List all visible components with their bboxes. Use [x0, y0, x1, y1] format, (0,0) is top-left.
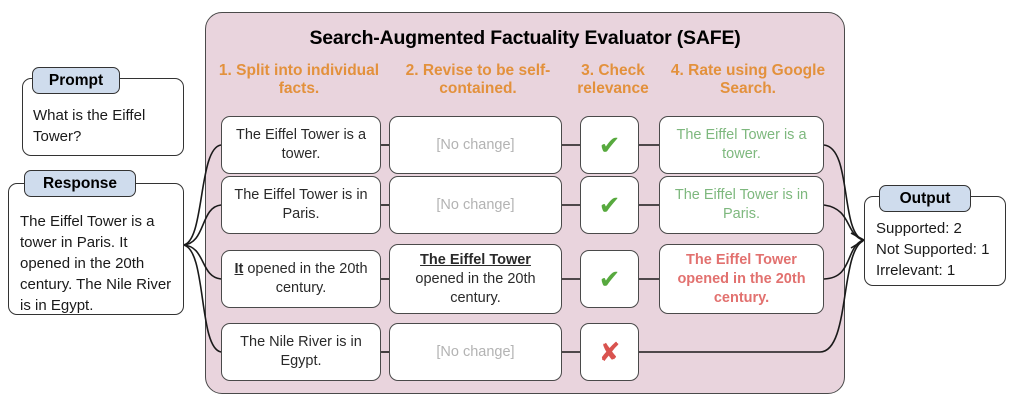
- revised-cell: The Eiffel Tower opened in the 20th cent…: [389, 244, 562, 314]
- prompt-tab-label: Prompt: [32, 67, 120, 94]
- fact-cell: The Nile River is in Egypt.: [221, 323, 381, 381]
- output-line-irrelevant: Irrelevant: 1: [876, 262, 956, 279]
- response-text: The Eiffel Tower is a tower in Paris. It…: [20, 213, 172, 314]
- column-heading-revise: 2. Revise to be self-contained.: [405, 62, 551, 97]
- response-tab-label: Response: [24, 170, 136, 197]
- column-heading-rate: 4. Rate using Google Search.: [670, 62, 826, 97]
- fact-cell-text: opened in the 20th century.: [243, 261, 368, 296]
- revised-cell: [No change]: [389, 323, 562, 381]
- column-heading-split: 1. Split into individual facts.: [218, 62, 380, 97]
- response-box: The Eiffel Tower is a tower in Paris. It…: [8, 183, 184, 315]
- fact-cell: It opened in the 20th century.: [221, 250, 381, 308]
- revised-cell-text: opened in the 20th century.: [415, 270, 536, 306]
- page-title: Search-Augmented Factuality Evaluator (S…: [309, 27, 741, 49]
- output-tab-label: Output: [879, 185, 971, 212]
- check-icon: ✔: [580, 116, 639, 174]
- cross-icon: ✘: [580, 323, 639, 381]
- output-line-supported: Supported: 2: [876, 220, 962, 237]
- revised-cell: [No change]: [389, 116, 562, 174]
- rating-cell: The Eiffel Tower is a tower.: [659, 116, 824, 174]
- prompt-text: What is the Eiffel Tower?: [33, 107, 146, 145]
- output-line-not-supported: Not Supported: 1: [876, 241, 990, 258]
- revised-cell: [No change]: [389, 176, 562, 234]
- fact-cell: The Eiffel Tower is a tower.: [221, 116, 381, 174]
- fact-pronoun-highlight: It: [234, 261, 244, 277]
- check-icon: ✔: [580, 250, 639, 308]
- check-icon: ✔: [580, 176, 639, 234]
- rating-cell: The Eiffel Tower opened in the 20th cent…: [659, 244, 824, 314]
- fact-cell: The Eiffel Tower is in Paris.: [221, 176, 381, 234]
- revised-entity-highlight: The Eiffel Tower: [420, 251, 531, 268]
- column-heading-relevance: 3. Check relevance: [577, 62, 649, 97]
- rating-cell: The Eiffel Tower is in Paris.: [659, 176, 824, 234]
